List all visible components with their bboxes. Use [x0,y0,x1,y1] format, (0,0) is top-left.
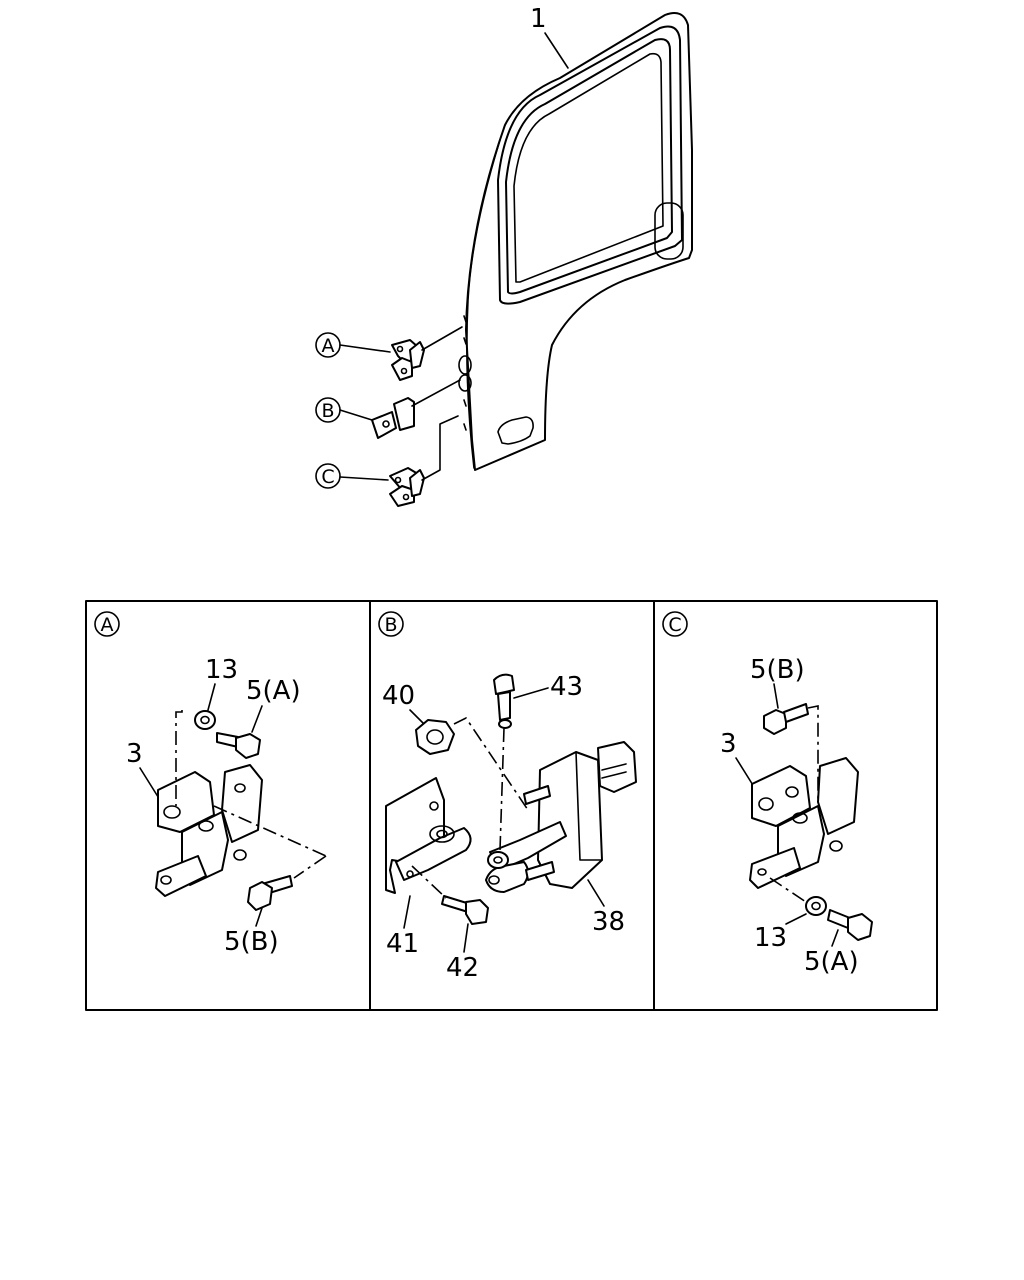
panel-b-header-circle [378,611,404,637]
panel-b-header: B [384,614,397,636]
label-a-washer-13: 13 [205,655,238,685]
detail-panels-frame [85,600,938,1011]
label-a-hinge-3: 3 [126,739,143,769]
hinge-c-small: C [315,415,459,507]
label-b-checker-38: 38 [592,907,625,937]
panel-c-header-circle [662,611,688,637]
label-c-bolt-5b: 5(B) [750,655,805,685]
label-c-washer-13: 13 [754,923,787,953]
door-assembly [458,12,693,471]
panel-b: B 40 43 41 42 38 [378,611,637,983]
label-a-bolt-5a: 5(A) [246,676,301,706]
callout-a-label: A [322,335,335,357]
label-a-bolt-5b: 5(B) [224,927,279,957]
hinge-a-small: A [315,326,463,381]
label-b-bracket-41: 41 [386,929,419,959]
panel-c-header: C [668,614,681,636]
label-door-1: 1 [530,4,547,34]
callout-c-circle [315,463,341,489]
callout-b-label: B [321,400,334,422]
label-c-hinge-3: 3 [720,729,737,759]
panel-a: A 13 5(A) 3 5(B) [94,611,327,957]
callout-c-label: C [321,466,334,488]
label-b-pin-43: 43 [550,672,583,702]
label-b-nut-40: 40 [382,681,415,711]
panel-a-header-circle [94,611,120,637]
panel-a-header: A [101,614,114,636]
panel-c: C 5(B) 3 13 5(A) [662,611,873,977]
checker-b-small: B [315,379,461,439]
label-c-bolt-5a: 5(A) [804,947,859,977]
label-b-bolt-42: 42 [446,953,479,983]
